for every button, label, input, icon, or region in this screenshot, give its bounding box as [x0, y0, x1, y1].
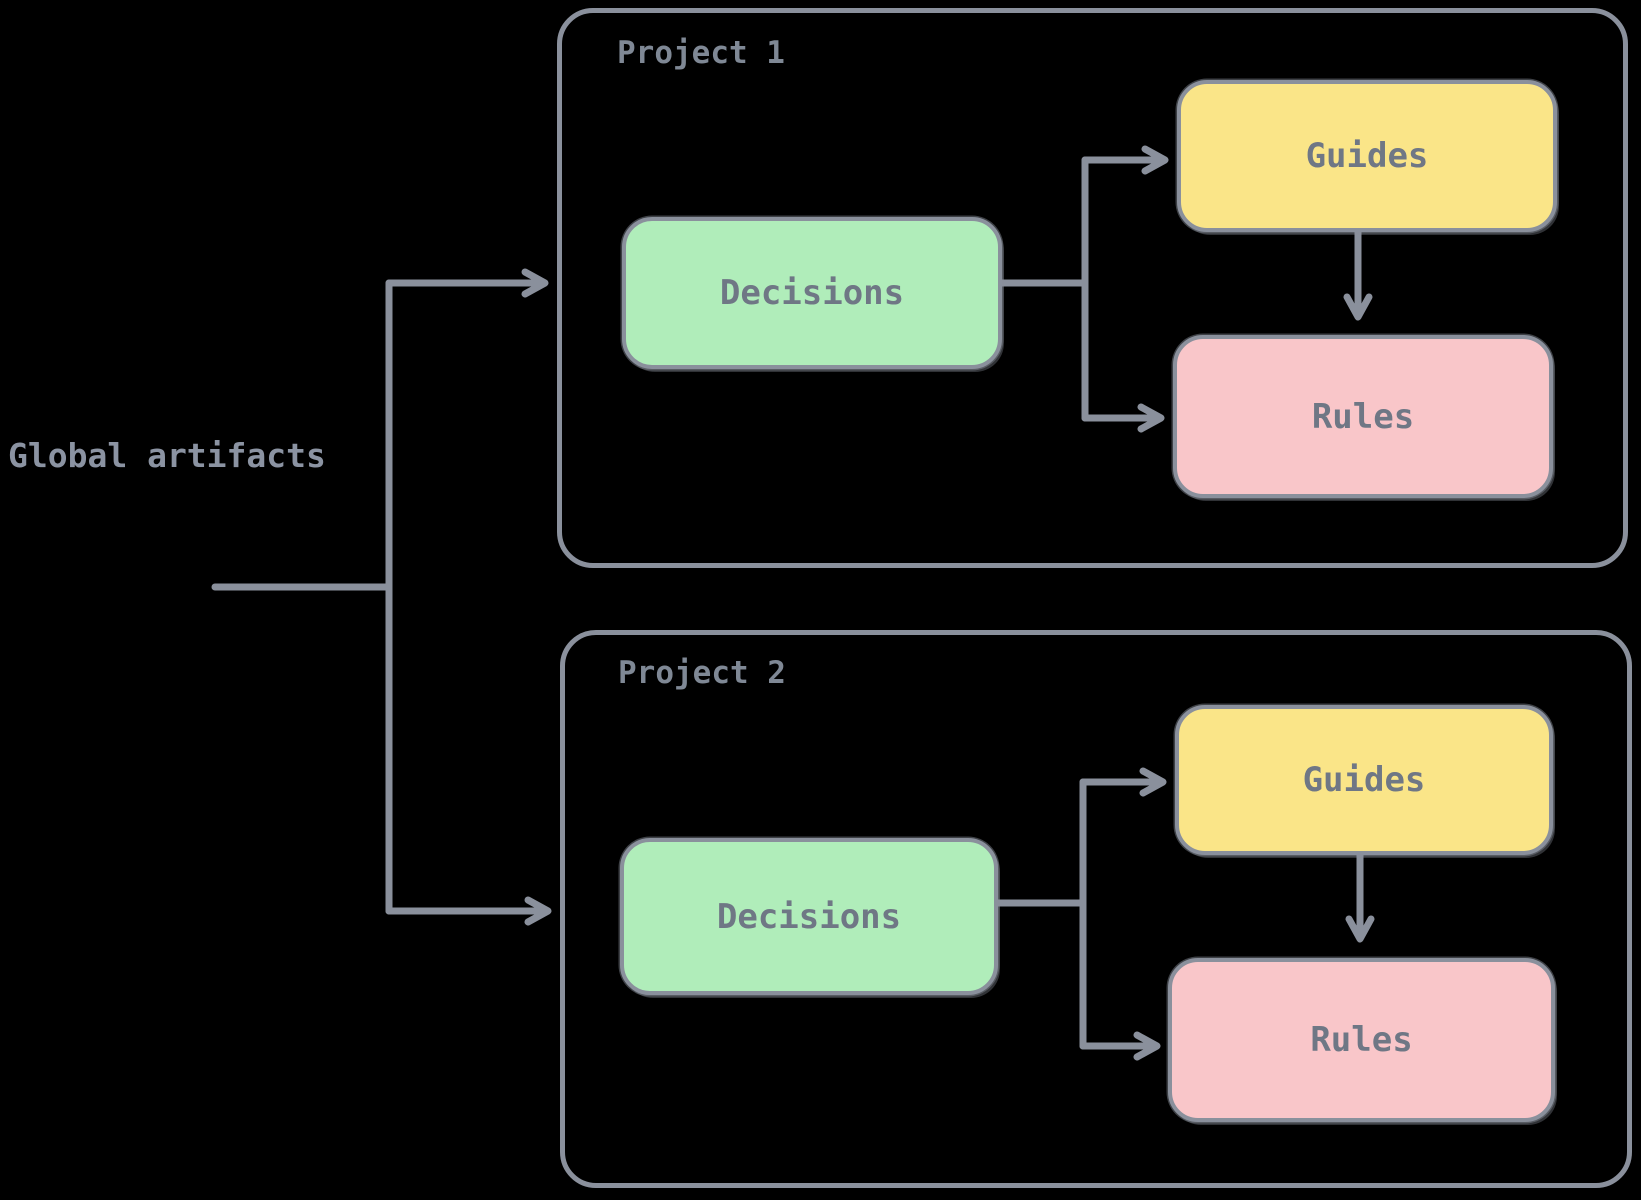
project-2-decisions-node: Decisions: [620, 838, 998, 995]
project-2-guides-node: Guides: [1175, 705, 1553, 855]
global-artifacts-label: Global artifacts: [8, 436, 326, 475]
project-2-rules-label: Rules: [1310, 1020, 1413, 1060]
edge-p1-decisions-stem: [993, 156, 1089, 422]
project-1-decisions-node: Decisions: [622, 217, 1002, 369]
project-1-decisions-label: Decisions: [719, 273, 905, 313]
project-2-rules-node: Rules: [1168, 958, 1555, 1122]
project-1-container: Project 1 Decisions Guides Rules: [557, 8, 1628, 568]
project-2-decisions-label: Decisions: [716, 896, 902, 937]
project-1-rules-label: Rules: [1311, 396, 1415, 437]
project-2-guides-label: Guides: [1302, 760, 1426, 800]
project-1-title: Project 1: [617, 35, 785, 71]
project-2-title: Project 2: [618, 655, 786, 691]
project-1-guides-node: Guides: [1177, 80, 1557, 232]
project-2-container: Project 2 Decisions Guides Rules: [560, 630, 1632, 1188]
edge-p2-decisions-stem: [989, 778, 1087, 1050]
project-1-rules-node: Rules: [1173, 335, 1553, 498]
project-1-guides-label: Guides: [1305, 136, 1429, 176]
